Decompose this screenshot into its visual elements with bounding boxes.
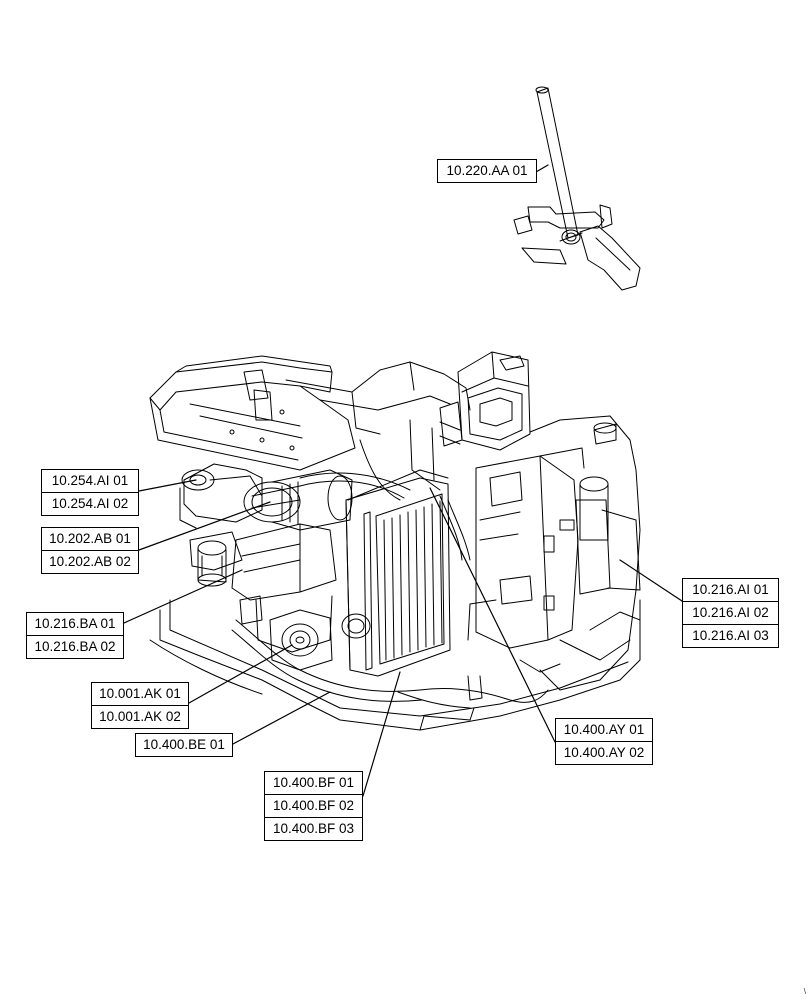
- callout-label: 10.001.AK 02: [92, 705, 188, 728]
- callout-label: 10.216.AI 01: [692, 582, 769, 597]
- throttle-lever-assembly: [513, 86, 641, 291]
- callout-10-202-ab[interactable]: 10.202.AB 01 10.202.AB 02: [41, 527, 139, 574]
- radiator: [341, 469, 451, 677]
- callout-label: 10.216.BA 01: [34, 616, 116, 631]
- callout-label: 10.216.BA 02: [27, 635, 123, 658]
- callout-label: 10.216.AI 03: [683, 624, 778, 647]
- callout-label: 10.202.AB 01: [49, 531, 131, 546]
- callout-label: 10.254.AI 01: [51, 473, 129, 488]
- leader-lines: [123, 164, 683, 797]
- callout-label: 10.001.AK 01: [99, 686, 181, 701]
- callout-label: 10.400.BF 03: [265, 817, 362, 840]
- callout-label: 10.400.BF 01: [272, 775, 355, 790]
- callout-10-400-bf[interactable]: 10.400.BF 01 10.400.BF 02 10.400.BF 03: [264, 771, 363, 841]
- callout-label: 10.400.AY 02: [556, 741, 652, 764]
- air-filter: [243, 469, 353, 531]
- callout-label: 10.400.BE 01: [143, 737, 225, 752]
- callout-label: 10.220.AA 01: [446, 163, 528, 178]
- callout-10-216-ba[interactable]: 10.216.BA 01 10.216.BA 02: [26, 612, 124, 659]
- callout-10-254-ai[interactable]: 10.254.AI 01 10.254.AI 02: [41, 469, 139, 516]
- callout-10-001-ak[interactable]: 10.001.AK 01 10.001.AK 02: [91, 682, 189, 729]
- right-tank-housing: [467, 415, 641, 691]
- upper-frame: [149, 355, 471, 471]
- hoses: [149, 419, 549, 709]
- callout-10-400-be[interactable]: 10.400.BE 01: [135, 733, 233, 757]
- pulley-group: [239, 595, 333, 671]
- callout-10-216-ai[interactable]: 10.216.AI 01 10.216.AI 02 10.216.AI 03: [682, 578, 779, 648]
- callout-label: 10.254.AI 02: [42, 492, 138, 515]
- callout-label: 10.400.AY 01: [563, 722, 645, 737]
- callout-label: 10.400.BF 02: [265, 794, 362, 817]
- control-box: [439, 351, 531, 451]
- callout-10-400-ay[interactable]: 10.400.AY 01 10.400.AY 02: [555, 718, 653, 765]
- callout-10-220-aa[interactable]: 10.220.AA 01: [437, 159, 537, 183]
- engine-block: [179, 463, 337, 653]
- chassis-base: [159, 599, 641, 731]
- callout-label: 10.202.AB 02: [42, 550, 138, 573]
- callout-label: 10.216.AI 02: [683, 601, 778, 624]
- corner-mark: \: [803, 987, 806, 996]
